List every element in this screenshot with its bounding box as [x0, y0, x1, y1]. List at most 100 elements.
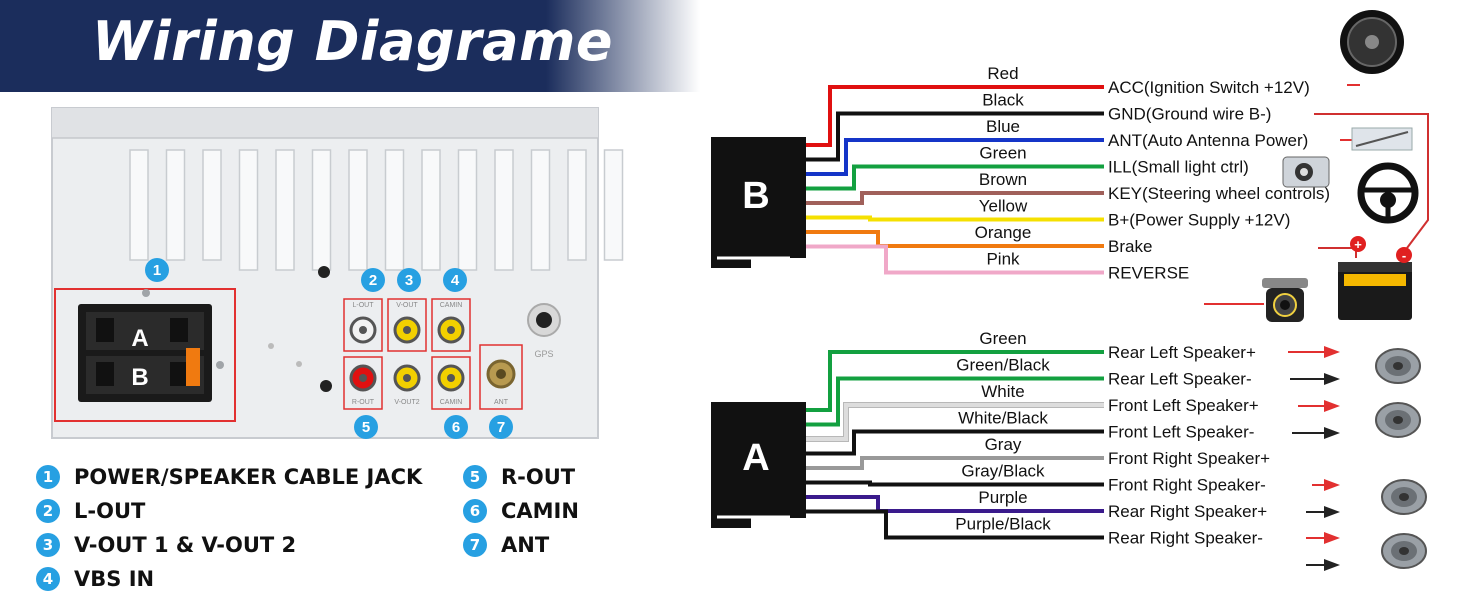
b-wire-1: [806, 85, 1104, 147]
jack-label-camin-top: CAMIN: [440, 302, 463, 309]
a-wire-color-label: Gray/Black: [961, 462, 1045, 481]
svg-text:2: 2: [369, 272, 377, 289]
vent-slot: [384, 149, 405, 271]
svg-text:3: 3: [405, 272, 413, 289]
b-wire-color-label: Black: [982, 91, 1024, 110]
head-unit-back-panel: A B L-OUT V-OUT CAMIN R-OUT V-OUT2 CAMIN…: [51, 107, 624, 439]
vent-slot: [530, 149, 551, 271]
a-wire-function-label: Rear Left Speaker+: [1108, 343, 1256, 362]
a-wire-5: [806, 456, 1104, 470]
b-wire-2: [806, 111, 1104, 162]
svg-text:1: 1: [153, 262, 161, 279]
arrowhead: [1324, 346, 1340, 358]
a-wire-color-label: White/Black: [958, 409, 1048, 428]
a-wire-color-label: Purple/Black: [955, 515, 1051, 534]
a-wire-4: [806, 429, 1104, 456]
svg-text:7: 7: [497, 419, 505, 436]
fuse: [186, 348, 200, 386]
b-wire-8: [806, 244, 1104, 275]
connector-b-letter: B: [742, 175, 769, 217]
vent-slot: [202, 149, 222, 261]
b-wire-5: [806, 191, 1104, 205]
b-wire-4: [806, 164, 1104, 191]
b-wire-function-label: ACC(Ignition Switch +12V): [1108, 78, 1310, 97]
ignition-key-icon: [1340, 10, 1404, 74]
connector-a-letter: A: [742, 437, 769, 479]
jack-label-l-out: L-OUT: [353, 302, 375, 309]
marker-7: [489, 415, 513, 439]
rca-v-out2: [393, 364, 421, 392]
a-wire-function-label: Front Right Speaker+: [1108, 449, 1270, 468]
battery-icon: + -: [1338, 236, 1412, 320]
power-lead: [1318, 247, 1357, 258]
rca-l-out: [349, 316, 377, 344]
vent-slot: [238, 149, 259, 271]
a-wire-function-label: Rear Left Speaker-: [1108, 370, 1252, 389]
vent-slot: [567, 149, 587, 261]
b-wire-function-label: Brake: [1108, 237, 1152, 256]
b-wire-color-label: Orange: [975, 223, 1032, 242]
a-wire-outline: [806, 402, 1104, 442]
speaker-icon: [1381, 479, 1427, 515]
antenna-jack: [486, 359, 516, 389]
vent-slot: [457, 149, 478, 271]
arrowhead: [1324, 479, 1340, 491]
rca-camin: [437, 364, 465, 392]
marker-6: [444, 415, 468, 439]
battery-plus: +: [1354, 237, 1362, 252]
rca-v-out: [393, 316, 421, 344]
ground-lead: [1314, 113, 1429, 253]
b-wire-function-label: GND(Ground wire B-): [1108, 105, 1271, 124]
marker-2: [361, 268, 385, 292]
arrowhead: [1324, 427, 1340, 439]
connector-b: [711, 137, 806, 268]
a-wire-2: [806, 376, 1104, 427]
arrowhead: [1324, 559, 1340, 571]
vent-slot: [348, 149, 368, 271]
block-a-letter: A: [131, 325, 148, 352]
vent-slot: [165, 149, 186, 261]
svg-text:5: 5: [362, 419, 370, 436]
a-wire-function-label: Front Left Speaker+: [1108, 396, 1259, 415]
a-wire-color-label: Purple: [978, 488, 1027, 507]
a-wire-function-label: Front Left Speaker-: [1108, 423, 1254, 442]
rca-r-out: [349, 364, 377, 392]
jack-label-v-out: V-OUT: [396, 302, 418, 309]
b-wire-function-label: ANT(Auto Antenna Power): [1108, 131, 1308, 150]
rca-camin-top: [437, 316, 465, 344]
b-wire-function-label: REVERSE: [1108, 264, 1189, 283]
page-title: Wiring Diagrame: [92, 10, 614, 73]
a-wire-function-label: Front Right Speaker-: [1108, 476, 1266, 495]
marker-4: [443, 268, 467, 292]
jack-label-ant: ANT: [494, 399, 509, 406]
b-wire-color-label: Blue: [986, 117, 1020, 136]
marker-1: [145, 258, 169, 282]
b-wire-7: [806, 230, 1104, 248]
a-wire-color-label: Green: [979, 329, 1026, 348]
a-wire-function-label: Rear Right Speaker+: [1108, 502, 1267, 521]
reverse-camera-icon: [1262, 278, 1308, 322]
b-wire-function-label: B+(Power Supply +12V): [1108, 211, 1290, 230]
speakers: [1288, 346, 1427, 571]
battery-minus: -: [1402, 248, 1406, 263]
a-wire-7: [806, 495, 1104, 513]
block-b-letter: B: [131, 364, 148, 391]
vent-slot: [421, 149, 441, 271]
a-wire-color-label: Green/Black: [956, 356, 1050, 375]
speaker-icon: [1375, 402, 1421, 438]
arrowhead: [1324, 373, 1340, 385]
vent-slot: [494, 149, 514, 271]
vent-slot: [275, 149, 295, 271]
unit-top-rim: [52, 108, 598, 138]
a-wire-1: [806, 350, 1104, 412]
power-connector-highlight: [54, 288, 236, 422]
